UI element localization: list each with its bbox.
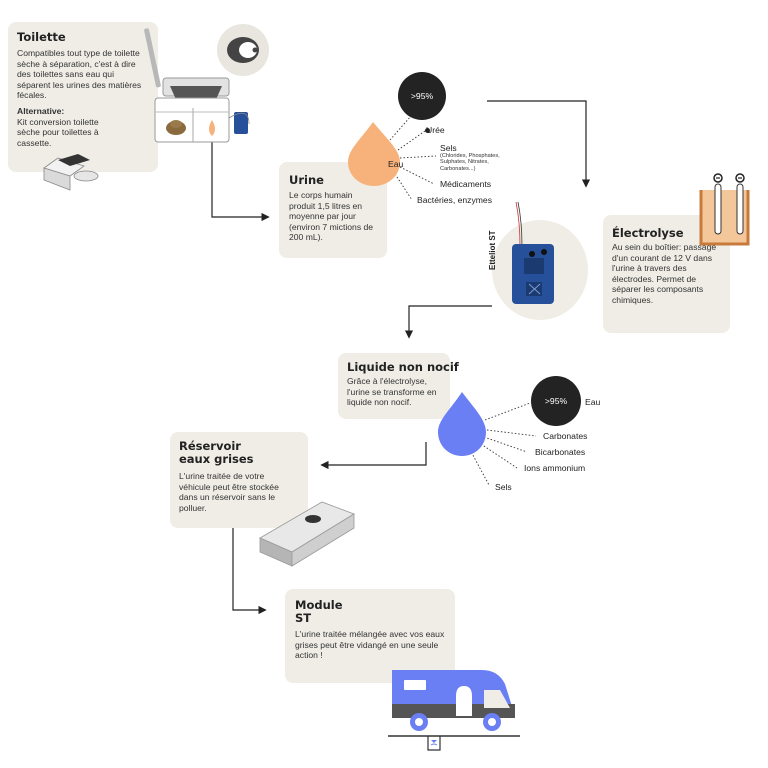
arrow-liquide-to-reservoir xyxy=(320,442,427,470)
urine-percent-badge: >95% xyxy=(398,72,446,120)
urine-title: Urine xyxy=(289,173,324,187)
urine-card: Urine Le corps humain produit 1,5 litres… xyxy=(279,162,387,258)
arrow-device-to-liquide xyxy=(404,305,492,339)
module-card: Module ST L'urine traitée mélangée avec … xyxy=(285,589,455,683)
liquide-component-carbonates: Carbonates xyxy=(543,431,588,441)
electrolyse-card: Électrolyse Au sein du boîtier: passage … xyxy=(603,215,730,333)
urine-drop-label: Eau xyxy=(388,159,404,169)
toilette-card: Toilette Compatibles tout type de toilet… xyxy=(8,22,158,172)
reservoir-title: Réservoir eaux grises xyxy=(179,439,254,466)
liquide-card: Liquide non nocif Grâce à l'électrolyse,… xyxy=(338,353,459,419)
module-title: Module ST xyxy=(295,598,343,625)
urine-component-medicaments: Médicaments xyxy=(440,179,492,189)
device-label: Etteliot ST xyxy=(488,230,497,270)
toilette-alt-body: Kit conversion toilette sèche pour toile… xyxy=(17,116,99,148)
toilette-title: Toilette xyxy=(17,30,66,44)
arrow-reservoir-to-module xyxy=(232,523,267,615)
arrow-toilette-to-urine xyxy=(211,128,270,222)
toilette-body: Compatibles tout type de toilette sèche … xyxy=(17,48,142,101)
electrolyse-title: Électrolyse xyxy=(612,226,684,240)
liquide-component-bicarbonates: Bicarbonates xyxy=(535,447,586,457)
toilette-alt-title: Alternative: xyxy=(17,105,65,116)
arrow-urine-to-electrolyse xyxy=(487,100,591,188)
liquide-component-ions: Ions ammonium xyxy=(524,463,586,473)
liquide-body: Grâce à l'électrolyse, l'urine se transf… xyxy=(347,376,437,408)
liquide-water-label: Eau xyxy=(585,397,601,407)
bullet-icon xyxy=(425,128,430,133)
liquide-percent-badge: >95% xyxy=(531,376,581,426)
reservoir-body: L'urine traitée de votre véhicule peut ê… xyxy=(179,471,279,513)
electrolyse-body: Au sein du boîtier: passage d'un courant… xyxy=(612,242,717,305)
urine-salts-detail: (Chlorides, Phosphates, Sulphates, Nitra… xyxy=(440,153,500,172)
liquide-title: Liquide non nocif xyxy=(347,360,459,374)
liquide-component-sels: Sels xyxy=(495,482,512,492)
urine-component-sels: Sels xyxy=(440,143,457,153)
module-body: L'urine traitée mélangée avec vos eaux g… xyxy=(295,629,445,661)
reservoir-card: Réservoir eaux grises L'urine traitée de… xyxy=(170,432,308,528)
urine-body: Le corps humain produit 1,5 litres en mo… xyxy=(289,190,374,243)
urine-component-uree: Urée xyxy=(426,125,445,135)
urine-dotted-lines xyxy=(389,107,437,201)
urine-component-bacteries: Bactéries, enzymes xyxy=(417,195,492,205)
